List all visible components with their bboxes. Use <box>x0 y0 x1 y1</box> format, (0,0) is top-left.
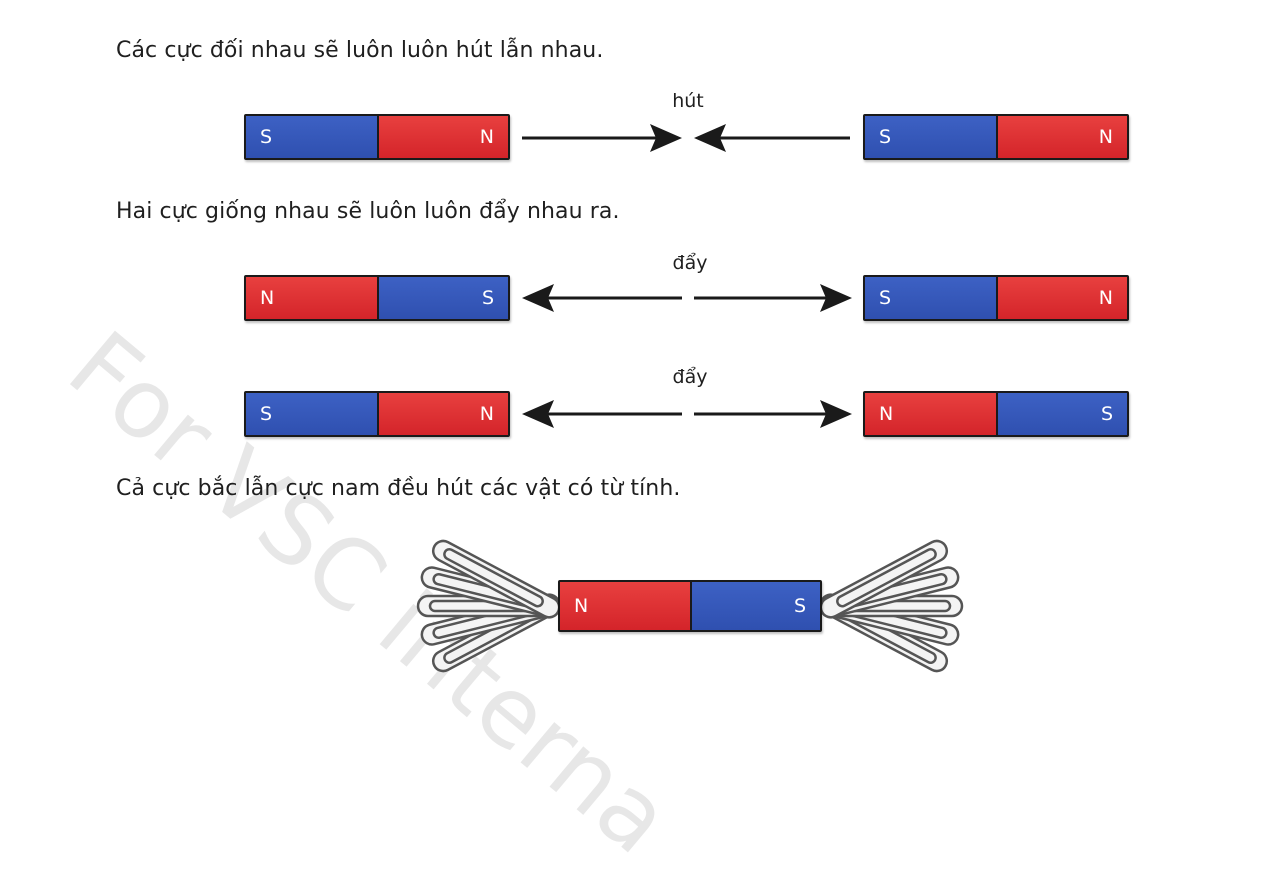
magnet-bottom: N S <box>558 580 822 632</box>
magnet-left-row1: S N <box>244 114 510 160</box>
south-pole: S <box>377 277 508 319</box>
south-pole: S <box>690 582 820 630</box>
north-pole: N <box>865 393 996 435</box>
south-pole: S <box>246 116 377 158</box>
magnet-right-row1: S N <box>863 114 1129 160</box>
arrow-attract-right <box>694 124 850 152</box>
arrow-attract-left <box>522 124 682 152</box>
arrow-repel-left-1 <box>522 284 682 312</box>
north-pole: N <box>377 116 508 158</box>
arrow-repel-right-2 <box>694 400 852 428</box>
paperclips-left <box>416 539 561 673</box>
label-attract: hút <box>672 90 704 112</box>
paperclips-right <box>819 539 964 673</box>
caption-attract: Các cực đối nhau sẽ luôn luôn hút lẫn nh… <box>116 38 604 63</box>
south-pole: S <box>865 277 996 319</box>
north-pole: N <box>996 116 1127 158</box>
south-pole: S <box>865 116 996 158</box>
caption-both-poles: Cả cực bắc lẫn cực nam đều hút các vật c… <box>116 476 681 501</box>
south-pole: S <box>996 393 1127 435</box>
arrows-and-clips-layer <box>416 124 964 673</box>
magnet-left-row2: N S <box>244 275 510 321</box>
north-pole: N <box>996 277 1127 319</box>
label-repel-1: đẩy <box>672 252 708 274</box>
arrow-repel-right-1 <box>694 284 852 312</box>
caption-repel: Hai cực giống nhau sẽ luôn luôn đẩy nhau… <box>116 199 620 224</box>
magnet-right-row3: N S <box>863 391 1129 437</box>
north-pole: N <box>246 277 377 319</box>
arrow-repel-left-2 <box>522 400 682 428</box>
south-pole: S <box>246 393 377 435</box>
north-pole: N <box>377 393 508 435</box>
north-pole: N <box>560 582 690 630</box>
label-repel-2: đẩy <box>672 366 708 388</box>
magnet-right-row2: S N <box>863 275 1129 321</box>
magnet-left-row3: S N <box>244 391 510 437</box>
